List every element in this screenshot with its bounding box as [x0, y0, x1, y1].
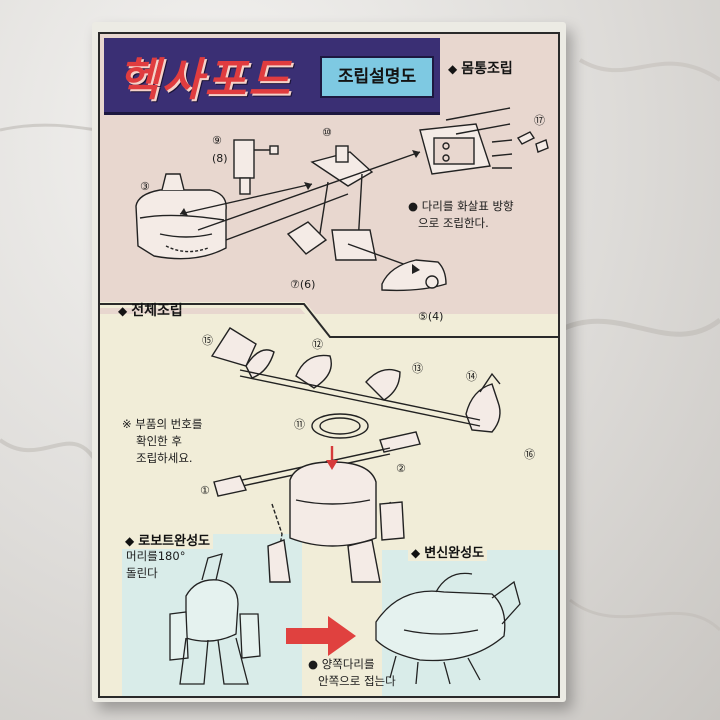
note-fold-legs: ● 양쪽다리를 안쪽으로 접는다 — [308, 657, 396, 688]
part-number-5-4: ⑤(4) — [418, 310, 444, 323]
part-number-1: ① — [200, 484, 210, 497]
diamond-icon: ◆ — [411, 546, 421, 560]
instructions-label: 조립설명도 — [320, 56, 434, 98]
diamond-icon: ◆ — [448, 62, 458, 76]
diamond-icon: ◆ — [125, 534, 135, 548]
part-number-15: ⑮ — [202, 334, 213, 347]
title-banner: 헥사포드 조립설명도 — [104, 38, 440, 115]
section-body-assembly: ◆몸통조립 — [448, 61, 513, 77]
part-number-9: ⑨ — [212, 134, 222, 147]
full-assembly-drawing — [169, 327, 521, 685]
section-robot-complete: ◆로보트완성도 — [122, 530, 213, 549]
note-check-parts: ※ 부품의 번호를 확인한 후 조립하세요. — [122, 417, 203, 465]
part-number-12: ⑫ — [312, 338, 323, 351]
note-head-rotate: 머리를180° 돌린다 — [126, 549, 186, 580]
part-number-3: ③ — [140, 180, 150, 193]
part-number-10: ⑩ — [322, 126, 332, 139]
instruction-panel: 헥사포드 조립설명도 ◆몸통조립 ◆전체조립 — [98, 32, 560, 698]
part-number-8: (8) — [212, 152, 228, 165]
part-number-13: ⑬ — [412, 362, 423, 375]
part-number-16: ⑯ — [524, 448, 535, 461]
diamond-icon: ◆ — [118, 304, 128, 318]
part-number-2: ② — [396, 462, 406, 475]
body-assembly-drawing — [135, 107, 549, 292]
product-title: 헥사포드 — [118, 53, 292, 106]
part-number-7-6: ⑦(6) — [290, 278, 316, 291]
section-full-assembly: ◆전체조립 — [118, 303, 183, 319]
part-number-17: ⑰ — [534, 114, 545, 127]
transform-arrow-icon — [286, 616, 356, 656]
section-transform-complete: ◆변신완성도 — [408, 542, 488, 561]
part-number-14: ⑭ — [466, 370, 477, 383]
part-number-11: ⑪ — [294, 418, 305, 431]
note-legs-arrow: ● 다리를 화살표 방향 으로 조립한다. — [408, 199, 514, 230]
section-divider — [100, 302, 558, 340]
